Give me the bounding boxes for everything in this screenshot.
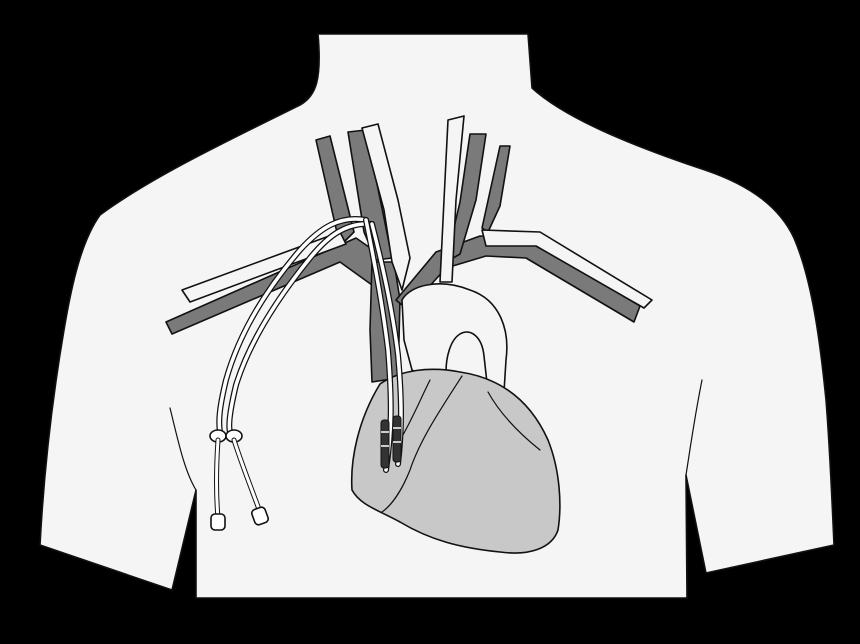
catheter-hub-1 — [211, 514, 225, 530]
catheter-tip-1 — [381, 420, 389, 468]
catheter-tip-2 — [393, 416, 401, 462]
external-limb-1 — [217, 440, 219, 518]
